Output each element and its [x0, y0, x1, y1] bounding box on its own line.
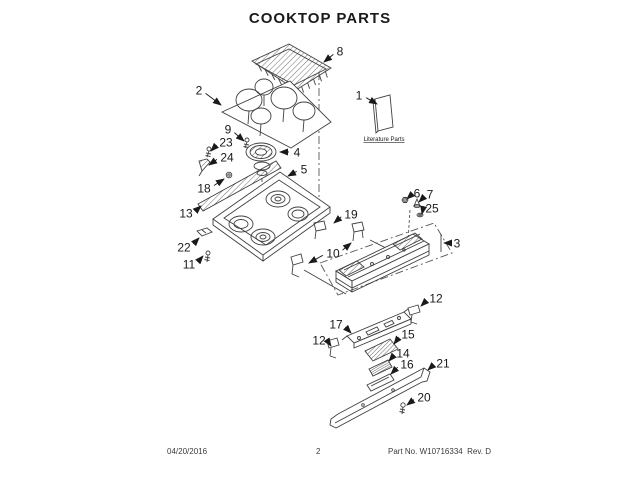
callout-number-6: 6: [414, 187, 421, 201]
callout-number-20: 20: [417, 391, 431, 405]
callout-number-5: 5: [301, 163, 308, 177]
callout-11: 11: [183, 255, 204, 272]
bracket-part-24: [199, 159, 210, 176]
callout-9: 9: [225, 123, 245, 142]
bracket-part-10b: [291, 254, 346, 294]
callout-4: 4: [279, 146, 301, 160]
screw-part-23: [206, 147, 212, 157]
screw-part-9: [244, 138, 250, 148]
callout-15: 15: [393, 328, 415, 345]
callout-13: 13: [179, 205, 202, 221]
callout-number-11: 11: [183, 258, 196, 272]
page-title: COOKTOP PARTS: [248, 10, 392, 27]
callout-7: 7: [418, 188, 434, 203]
literature-part: Literature Parts: [363, 95, 405, 143]
callout-number-17: 17: [329, 318, 343, 332]
module-part-14: [369, 360, 392, 376]
bracket-part-12-left: [327, 338, 339, 358]
callout-19: 19: [333, 208, 358, 224]
callout-12: 12: [312, 334, 332, 348]
callout-number-22: 22: [177, 241, 191, 255]
callout-number-18: 18: [197, 182, 211, 196]
callout-14: 14: [388, 347, 410, 362]
callout-number-24: 24: [220, 151, 234, 165]
callout-number-19: 19: [344, 208, 358, 222]
nut-part-6: [402, 198, 408, 203]
callout-number-2: 2: [196, 84, 203, 98]
cooktop-panel-part: [222, 79, 331, 148]
control-panel-part: [320, 223, 452, 295]
callout-number-25: 25: [425, 202, 439, 216]
callout-2: 2: [196, 84, 222, 106]
footer-date: 04/20/2016: [167, 447, 208, 456]
callout-number-13: 13: [179, 207, 193, 221]
trim-part-21: [330, 368, 430, 428]
callout-number-12: 12: [312, 334, 326, 348]
callout-24: 24: [208, 151, 234, 166]
callout-22: 22: [177, 237, 200, 255]
washer-part-25: [417, 213, 423, 217]
callout-number-4: 4: [294, 146, 301, 160]
bracket-part-19: [314, 221, 326, 239]
callout-number-14: 14: [396, 347, 410, 361]
callout-18: 18: [197, 178, 225, 196]
callout-6: 6: [406, 187, 421, 201]
callout-16: 16: [390, 358, 414, 375]
main-top-part: [213, 172, 330, 261]
callout-number-23: 23: [219, 136, 233, 150]
callout-number-3: 3: [454, 237, 461, 251]
callout-number-12: 12: [429, 292, 443, 306]
callout-number-8: 8: [337, 45, 344, 59]
callout-10: 10: [308, 242, 352, 264]
callout-number-7: 7: [427, 188, 434, 202]
callout-21: 21: [427, 357, 450, 371]
callout-17: 17: [329, 318, 352, 334]
screw-part-11: [205, 251, 211, 262]
callout-number-16: 16: [400, 358, 414, 372]
callout-12: 12: [420, 292, 443, 307]
nut-part-18: [226, 172, 232, 178]
cover-plate-part-16: [367, 374, 394, 391]
callout-23: 23: [210, 136, 233, 152]
callout-20: 20: [406, 391, 431, 406]
callout-25: 25: [420, 202, 439, 216]
callout-number-15: 15: [401, 328, 415, 342]
keypad-part-15: [365, 339, 398, 361]
clip-part-22: [197, 228, 212, 236]
literature-label: Literature Parts: [363, 137, 404, 143]
callout-number-10: 10: [326, 247, 340, 261]
footer-part-number: Part No. W10716334 Rev. D: [388, 447, 492, 456]
callout-number-1: 1: [356, 89, 363, 103]
bracket-part-12-right: [408, 305, 420, 324]
callout-number-9: 9: [225, 123, 232, 137]
callout-3: 3: [443, 237, 461, 251]
callout-5: 5: [287, 163, 308, 177]
manifold-panel-part-17: [342, 309, 411, 348]
callout-1: 1: [356, 89, 378, 105]
callout-number-21: 21: [436, 357, 450, 371]
screw-part-20: [400, 403, 406, 414]
footer-page-number: 2: [316, 447, 321, 456]
callout-8: 8: [323, 45, 344, 63]
